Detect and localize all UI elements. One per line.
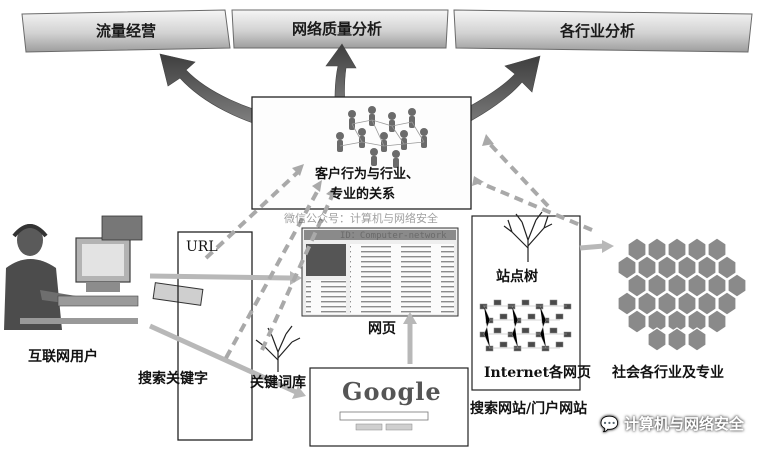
tab-industry <box>453 9 753 53</box>
search-site-box <box>309 367 469 447</box>
relationship-line-2: 专业的关系 <box>330 187 396 202</box>
site-tree-icon <box>503 211 553 262</box>
wechat-watermark: 微信公众号：计算机与网络安全 <box>284 212 438 225</box>
search-keyword-label: 搜索关键字 <box>138 371 208 387</box>
corner-watermark: 💬 计算机与网络安全 <box>600 413 744 434</box>
site-tree-label: 站点树 <box>496 269 538 285</box>
tab-network-quality-label: 网络质量分析 <box>292 20 383 38</box>
url-label: URL <box>186 239 218 255</box>
industry-honeycomb <box>617 237 747 352</box>
user-figure <box>4 215 143 330</box>
search-input-mock <box>339 411 429 421</box>
tab-network-quality <box>231 9 449 49</box>
relationship-line-1: 客户行为与行业、 <box>315 167 420 182</box>
network-links <box>483 305 567 349</box>
internet-pages-label: Internet各网页 <box>484 365 592 381</box>
tab-industry-label: 各行业分析 <box>560 22 636 40</box>
relationship-box <box>251 96 472 210</box>
flow-arrows-dashed <box>204 140 593 359</box>
keyword-tree-icon <box>255 325 301 372</box>
internet-user-label: 互联网用户 <box>28 349 98 365</box>
dashed-arrowheads <box>292 134 494 198</box>
id-watermark: ID：Computer-network <box>340 231 447 241</box>
flow-arrows-solid <box>148 243 605 395</box>
tab-traffic-label: 流量经营 <box>96 22 157 40</box>
webpage-label: 网页 <box>368 321 396 337</box>
webpage-screenshot <box>301 227 459 317</box>
search-engine-logo: Google <box>342 377 442 406</box>
url-keyword-box <box>177 231 253 441</box>
wechat-icon: 💬 <box>600 415 619 433</box>
search-sites-label: 搜索网站/门户网站 <box>470 401 588 417</box>
crowd-links <box>339 119 425 147</box>
corner-watermark-text: 计算机与网络安全 <box>623 415 744 433</box>
society-label: 社会各行业及专业 <box>612 365 724 381</box>
keyword-lib-label: 关键词库 <box>250 375 306 391</box>
tab-traffic <box>21 9 231 53</box>
